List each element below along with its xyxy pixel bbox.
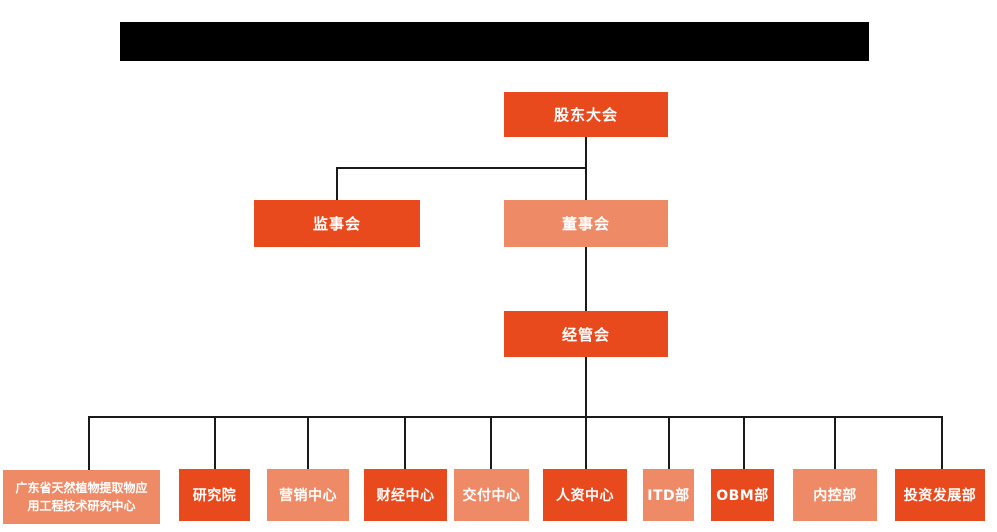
node-management-committee: 经管会 xyxy=(504,311,668,357)
connector-drop-investment-dev xyxy=(941,416,943,470)
connector-board-to-management xyxy=(585,247,587,311)
connector-drop-gd-center xyxy=(88,416,90,470)
node-internal-control-dept: 内控部 xyxy=(793,469,877,521)
node-board-of-directors: 董事会 xyxy=(504,200,668,247)
connector-management-down xyxy=(585,357,587,417)
node-shareholders-meeting: 股东大会 xyxy=(504,92,668,137)
node-finance-center: 财经中心 xyxy=(364,469,447,521)
connector-drop-research xyxy=(214,416,216,470)
node-investment-dev-dept: 投资发展部 xyxy=(895,469,985,521)
node-obm-dept: OBM部 xyxy=(711,469,774,521)
connector-drop-internal-control xyxy=(834,416,836,470)
connector-supervisory-drop xyxy=(336,167,338,200)
connector-level2-horizontal xyxy=(336,167,587,169)
node-marketing-center: 营销中心 xyxy=(267,469,349,521)
node-itd-dept: ITD部 xyxy=(643,469,694,521)
connector-drop-finance xyxy=(404,416,406,470)
node-research-institute: 研究院 xyxy=(179,469,250,521)
connector-drop-marketing xyxy=(307,416,309,470)
connector-drop-delivery xyxy=(490,416,492,470)
node-hr-center: 人资中心 xyxy=(543,469,627,521)
connector-drop-hr xyxy=(585,416,587,470)
node-supervisory-board: 监事会 xyxy=(254,200,420,247)
connector-drop-obm xyxy=(743,416,745,470)
connector-departments-spine xyxy=(88,416,943,418)
connector-drop-itd xyxy=(668,416,670,470)
node-gd-plant-extract-center-label: 广东省天然植物提取物应 用工程技术研究中心 xyxy=(15,481,148,513)
redacted-title-bar xyxy=(120,22,869,61)
node-delivery-center: 交付中心 xyxy=(454,469,529,521)
node-gd-plant-extract-center: 广东省天然植物提取物应 用工程技术研究中心 xyxy=(3,470,160,524)
